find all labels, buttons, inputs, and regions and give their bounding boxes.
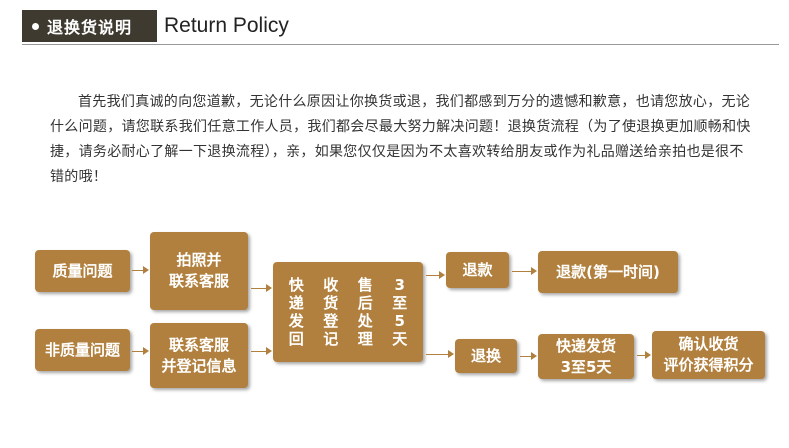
photo-contact-line2: 联系客服 [168, 272, 229, 290]
non-quality-issue-box: 非质量问题 [35, 329, 130, 371]
shipping-char: 后 [357, 294, 373, 312]
section-title-badge: 退换货说明 [22, 10, 157, 42]
arrow-right-icon [637, 351, 651, 359]
section-title-cn: 退换货说明 [47, 18, 133, 37]
arrow-right-icon [426, 271, 445, 279]
contact-register-line2: 并登记信息 [161, 356, 237, 375]
shipping-char: 收 [323, 276, 339, 294]
shipping-char: 货 [323, 294, 339, 312]
confirm-receipt-box: 确认收货 评价获得积分 [652, 331, 765, 379]
header-divider [22, 44, 779, 45]
shipping-char: 5 [394, 312, 405, 330]
shipping-char: 快 [288, 276, 304, 294]
express-ship-line2: 3至5天 [560, 357, 612, 376]
photo-contact-line1: 拍照并 [176, 251, 222, 269]
shipping-char: 回 [288, 330, 304, 348]
refund-detail-label: 退款(第一时间) [556, 262, 660, 281]
shipping-char: 递 [288, 294, 304, 312]
contact-register-line1: 联系客服 [168, 335, 229, 354]
shipping-column-3: 售 后 处 理 [358, 276, 373, 348]
shipping-char: 发 [288, 312, 304, 330]
shipping-column-2: 收 货 登 记 [323, 276, 338, 348]
shipping-char: 登 [323, 312, 339, 330]
refund-box: 退款 [446, 252, 509, 288]
arrow-right-icon [132, 347, 149, 355]
exchange-label: 退换 [470, 346, 501, 365]
confirm-receipt-line1: 确认收货 [678, 335, 739, 353]
shipping-char: 售 [357, 276, 373, 294]
photo-contact-box: 拍照并 联系客服 [150, 232, 248, 310]
arrow-right-icon [520, 352, 537, 360]
shipping-column-1: 快 递 发 回 [289, 276, 304, 348]
shipping-char: 记 [323, 330, 339, 348]
bullet-dot-icon [32, 22, 39, 30]
arrow-right-icon [426, 350, 454, 358]
shipping-char: 3 [394, 276, 405, 294]
non-quality-issue-label: 非质量问题 [44, 340, 120, 359]
arrow-right-icon [512, 267, 537, 275]
express-ship-line1: 快递发货 [555, 336, 616, 355]
express-ship-box: 快递发货 3至5天 [538, 334, 634, 379]
confirm-receipt-line2: 评价获得积分 [663, 356, 754, 374]
refund-detail-box: 退款(第一时间) [538, 251, 678, 293]
refund-label: 退款 [462, 260, 493, 279]
shipping-char: 理 [357, 330, 373, 348]
quality-issue-box: 质量问题 [35, 250, 130, 292]
shipping-column-4: 3 至 5 天 [392, 276, 407, 348]
intro-paragraph: 首先我们真诚的向您道歉，无论什么原因让你换货或退，我们都感到万分的遗憾和歉意，也… [50, 94, 751, 185]
contact-register-box: 联系客服 并登记信息 [150, 323, 248, 388]
arrow-right-icon [251, 284, 272, 292]
return-shipping-box: 快 递 发 回 收 货 登 记 售 后 处 理 3 至 5 天 [273, 262, 423, 362]
exchange-box: 退换 [455, 339, 517, 373]
shipping-char: 至 [392, 294, 408, 312]
arrow-right-icon [132, 266, 149, 274]
arrow-right-icon [251, 347, 272, 355]
shipping-char: 处 [357, 312, 373, 330]
section-title-en: Return Policy [164, 14, 289, 37]
quality-issue-label: 质量问题 [52, 261, 113, 280]
shipping-char: 天 [392, 330, 408, 348]
